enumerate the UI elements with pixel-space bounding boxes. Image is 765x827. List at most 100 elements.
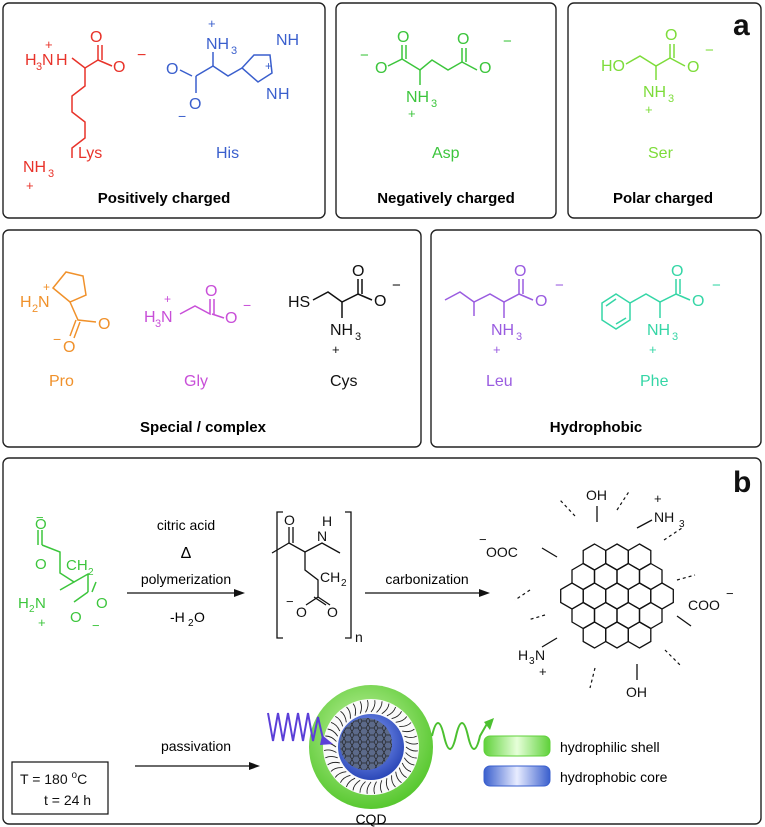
svg-text:O: O [98, 316, 110, 333]
cqd-label: CQD [355, 811, 386, 827]
svg-text:−: − [712, 277, 721, 294]
group-hydrophobic-title: Hydrophobic [550, 419, 643, 436]
excitation-arrow-head [320, 735, 333, 745]
svg-text:−: − [178, 108, 186, 124]
svg-text:O: O [194, 609, 205, 625]
phe-structure: O O − NH 3 + Phe [601, 263, 721, 390]
ligand-chain [327, 728, 339, 737]
svg-text:2: 2 [341, 578, 347, 589]
svg-text:+: + [265, 59, 272, 73]
svg-text:O: O [35, 556, 47, 573]
ser-label: Ser [648, 145, 674, 162]
box-polar [567, 2, 762, 219]
svg-text:2: 2 [29, 604, 35, 615]
svg-text:O: O [327, 604, 338, 620]
svg-text:−: − [705, 42, 714, 59]
ligand-chain [402, 728, 415, 733]
svg-text:+: + [43, 280, 50, 294]
panel-b-letter: b [733, 466, 751, 499]
ligand-chain [391, 775, 396, 788]
svg-text:−: − [243, 297, 251, 313]
svg-text:-H: -H [170, 609, 185, 625]
box-panel-b [2, 457, 762, 825]
svg-text:HS: HS [288, 294, 310, 311]
svg-text:2: 2 [188, 618, 194, 629]
svg-text:3: 3 [355, 331, 361, 343]
svg-text:O: O [665, 27, 677, 44]
svg-text:−: − [392, 277, 401, 294]
ligand-chain [405, 746, 418, 752]
svg-text:3: 3 [431, 98, 437, 110]
svg-text:NH: NH [406, 89, 429, 106]
svg-text:H: H [144, 309, 156, 326]
svg-text:CH: CH [66, 557, 88, 574]
process-polymerization: polymerization [141, 571, 231, 587]
ligand-chain [405, 741, 419, 745]
svg-text:+: + [45, 37, 53, 52]
svg-text:H: H [25, 52, 37, 69]
b-asp-structure: − O O CH 2 H 2 N + O O − [18, 510, 108, 633]
ligand-chain [340, 710, 347, 723]
cys-label: Cys [330, 373, 358, 390]
graphitic-hex-ring [605, 621, 629, 649]
legend-core-swatch [483, 765, 551, 787]
svg-text:O: O [284, 512, 295, 528]
svg-text:O: O [35, 516, 47, 533]
graphitic-hex-ring [627, 621, 652, 649]
svg-text:O: O [205, 283, 217, 300]
svg-text:−: − [726, 586, 734, 601]
ligand-chain [323, 749, 337, 753]
svg-text:O: O [63, 339, 75, 356]
svg-text:O: O [457, 31, 469, 48]
svg-text:O: O [375, 60, 387, 77]
process-carbonization: carbonization [385, 571, 468, 587]
box-negative [335, 2, 557, 219]
svg-text:3: 3 [231, 45, 237, 57]
svg-text:HO: HO [601, 58, 625, 75]
ligand-chain [325, 735, 337, 742]
ligand-chain [395, 771, 402, 784]
panel-a-letter: a [733, 9, 750, 42]
svg-text:+: + [645, 102, 653, 117]
arrow-passivation-head [249, 762, 260, 770]
svg-text:NH: NH [330, 322, 353, 339]
svg-text:OOC: OOC [486, 544, 518, 560]
svg-text:H: H [322, 513, 332, 529]
cqd-graphitic-structure: OH NH 3 + OOC − COO − H 3 N + OH [479, 487, 734, 700]
svg-text:O: O [296, 604, 307, 620]
his-label: His [216, 145, 239, 162]
svg-text:O: O [671, 263, 683, 280]
svg-text:O: O [166, 61, 178, 78]
phe-label: Phe [640, 373, 669, 390]
ligand-chain [391, 711, 403, 720]
ligand-chain [346, 706, 351, 719]
svg-text:T = 180 oC: T = 180 oC [20, 770, 87, 787]
svg-text:H: H [518, 647, 528, 663]
svg-text:3: 3 [529, 656, 535, 667]
ligand-chain [381, 703, 390, 715]
ligand-chain [325, 755, 338, 759]
svg-text:t = 24 h: t = 24 h [44, 792, 91, 808]
svg-text:N: N [535, 647, 545, 663]
ligand-chain [385, 778, 390, 791]
gly-label: Gly [184, 373, 208, 390]
ligand-chain [366, 781, 372, 794]
pro-structure: H 2 N + O O − Pro [20, 271, 110, 390]
asp-structure: O O − O O − NH 3 + Asp [360, 29, 512, 162]
svg-text:3: 3 [679, 519, 685, 530]
svg-text:H: H [20, 294, 32, 311]
arrow-carbonization-head [479, 589, 490, 597]
svg-text:COO: COO [688, 597, 720, 613]
svg-text:H: H [18, 595, 29, 612]
svg-text:N: N [38, 294, 50, 311]
cqd-sphere [309, 685, 433, 809]
conditions-box [11, 761, 109, 815]
box-special [2, 229, 422, 448]
svg-text:+: + [539, 664, 547, 679]
svg-text:OH: OH [626, 684, 647, 700]
svg-text:+: + [38, 615, 46, 630]
svg-text:3: 3 [672, 331, 678, 343]
svg-text:NH: NH [643, 84, 666, 101]
svg-text:O: O [113, 59, 125, 76]
ligand-chain [359, 701, 363, 714]
